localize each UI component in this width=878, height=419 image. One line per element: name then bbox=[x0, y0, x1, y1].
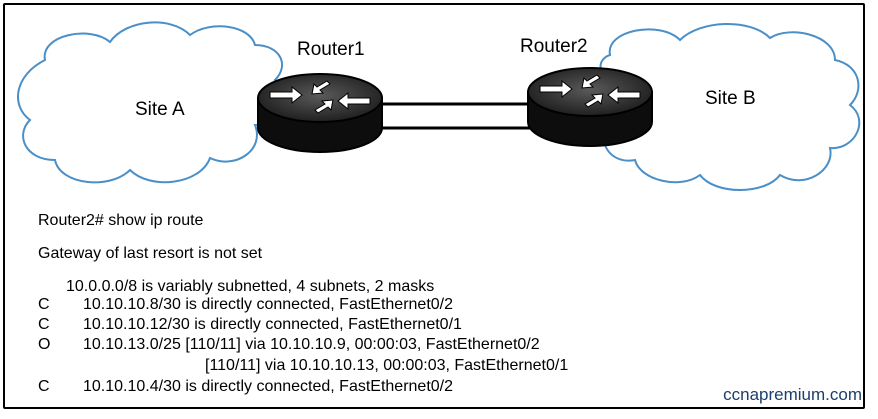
route-text: 10.10.10.12/30 is directly connected, Fa… bbox=[83, 316, 462, 333]
route-text: 10.10.13.0/25 [110/11] via 10.10.10.9, 0… bbox=[83, 336, 540, 353]
route-text: 10.10.10.8/30 is directly connected, Fas… bbox=[83, 296, 454, 313]
figure-border bbox=[3, 3, 865, 409]
router1-label: Router1 bbox=[297, 39, 365, 60]
site-a-label: Site A bbox=[135, 99, 185, 120]
cli-command: Router2# show ip route bbox=[38, 212, 204, 229]
cloud-site-a bbox=[17, 21, 286, 184]
site-b-label: Site B bbox=[705, 88, 756, 109]
router1-icon bbox=[257, 73, 383, 153]
route-text: 10.10.10.4/30 is directly connected, Fas… bbox=[83, 378, 454, 395]
routing-table: C 10.10.10.8/30 is directly connected, F… bbox=[38, 296, 838, 406]
cli-gateway-line: Gateway of last resort is not set bbox=[38, 245, 263, 262]
route-code: O bbox=[38, 336, 51, 353]
route-code: C bbox=[38, 296, 50, 313]
network-topology: Site A Site B Router1 Router2 bbox=[17, 21, 861, 191]
cli-subnet-summary: 10.0.0.0/8 is variably subnetted, 4 subn… bbox=[66, 278, 435, 295]
route-text-continuation: [110/11] via 10.10.10.13, 00:00:03, Fast… bbox=[205, 357, 569, 374]
route-code: C bbox=[38, 378, 50, 395]
router2-icon bbox=[527, 67, 653, 147]
watermark-text: ccnapremium.com bbox=[723, 385, 862, 404]
route-code: C bbox=[38, 316, 50, 333]
router2-label: Router2 bbox=[520, 36, 588, 57]
